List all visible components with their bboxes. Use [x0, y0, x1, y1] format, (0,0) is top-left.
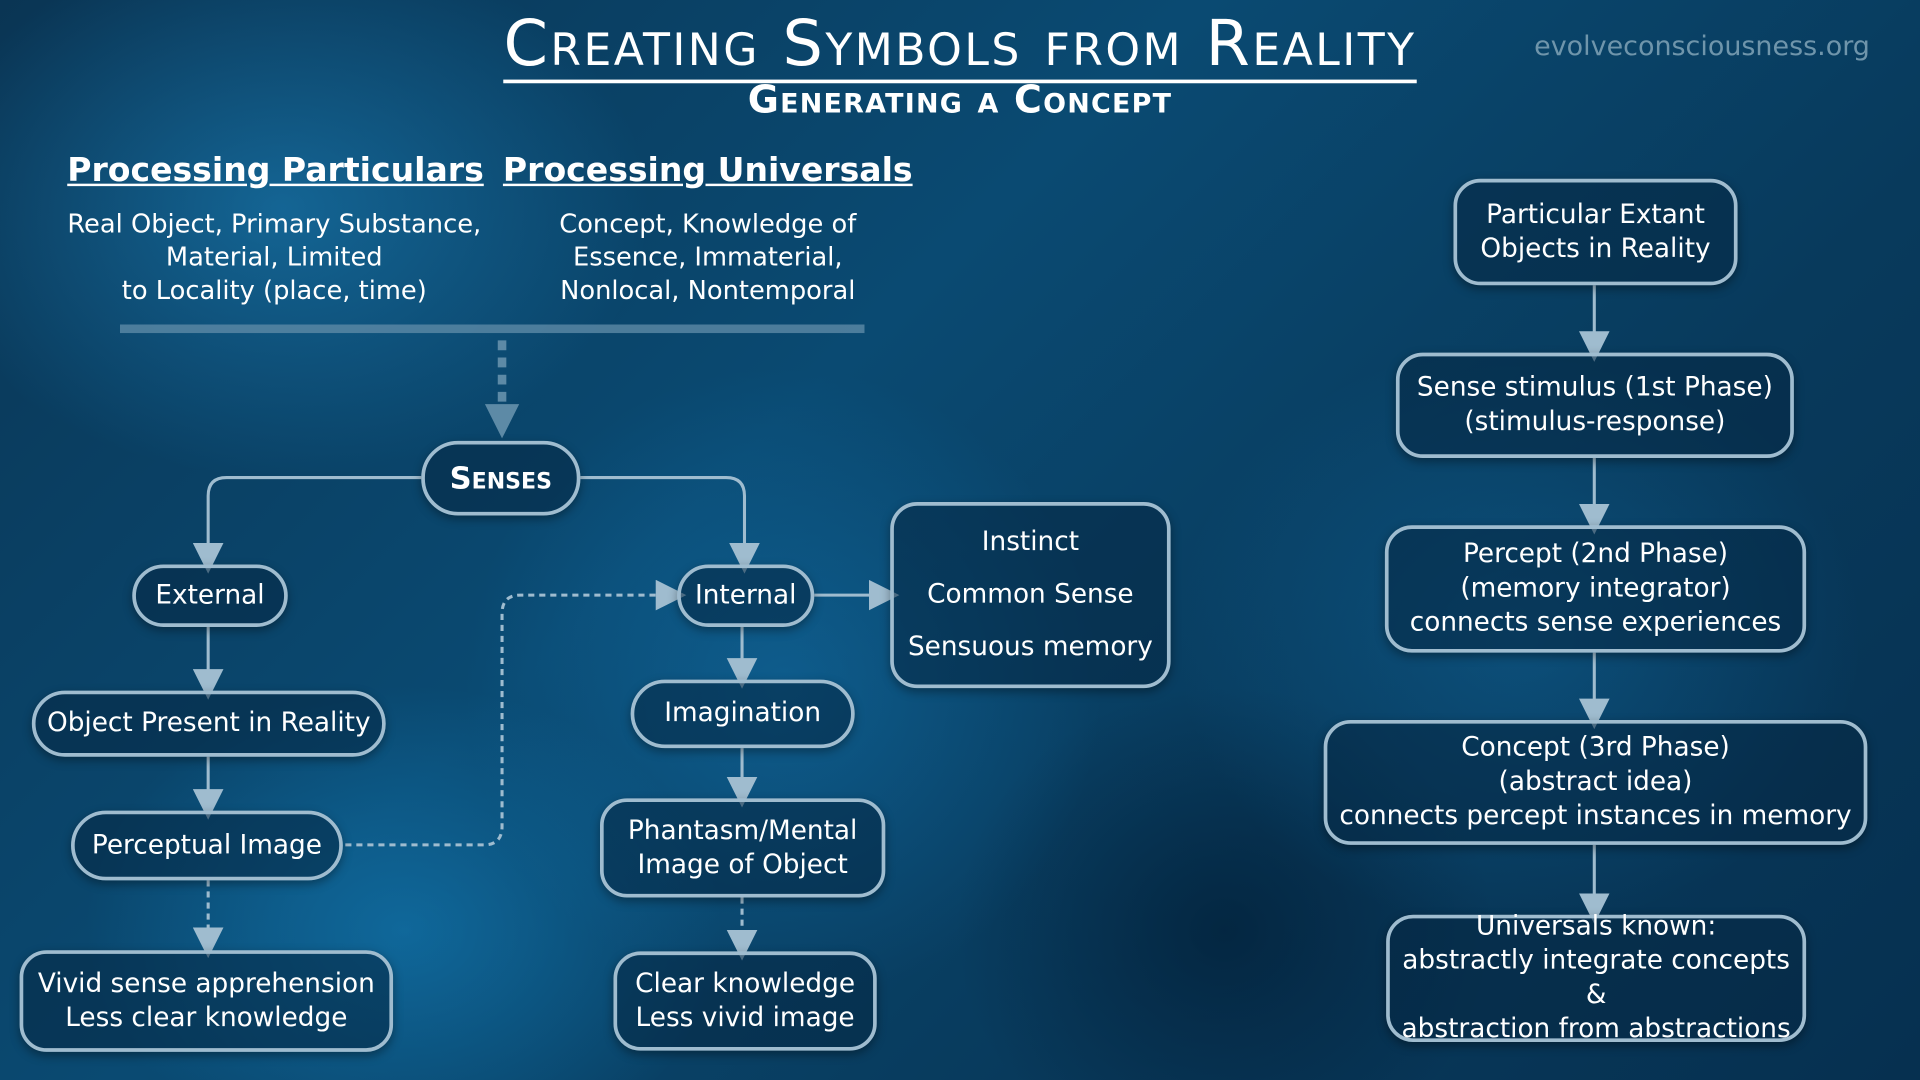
page-subtitle: Generating a Concept — [747, 78, 1173, 123]
arrow-perceptual-internal — [345, 579, 687, 847]
object-present-node: Object Present in Reality — [31, 690, 386, 757]
imagination-node: Imagination — [630, 679, 855, 749]
divider-bar — [120, 324, 865, 334]
internal-node: Internal — [677, 564, 815, 627]
arrow-senses-internal — [580, 476, 760, 574]
universals-heading: Processing Universals — [502, 151, 913, 190]
particulars-description: Real Object, Primary Substance,Material,… — [67, 209, 482, 305]
phase-node-percept: Percept (2nd Phase)(memory integrator)co… — [1384, 525, 1807, 653]
particulars-heading: Processing Particulars — [67, 151, 484, 190]
external-node: External — [132, 564, 288, 627]
website-url: evolveconsciousness.org — [1534, 31, 1870, 63]
phase-node-sense-stimulus: Sense stimulus (1st Phase)(stimulus-resp… — [1395, 352, 1794, 458]
arrow-senses-external — [192, 476, 422, 574]
page-title: Creating Symbols from Reality — [0, 7, 1920, 84]
phase-node-concept: Concept (3rd Phase)(abstract idea)connec… — [1323, 720, 1868, 845]
senses-node: Senses — [421, 440, 581, 516]
perceptual-image-node: Perceptual Image — [71, 810, 343, 881]
phase-node-universals: Universals known:abstractly integrate co… — [1386, 911, 1807, 1044]
